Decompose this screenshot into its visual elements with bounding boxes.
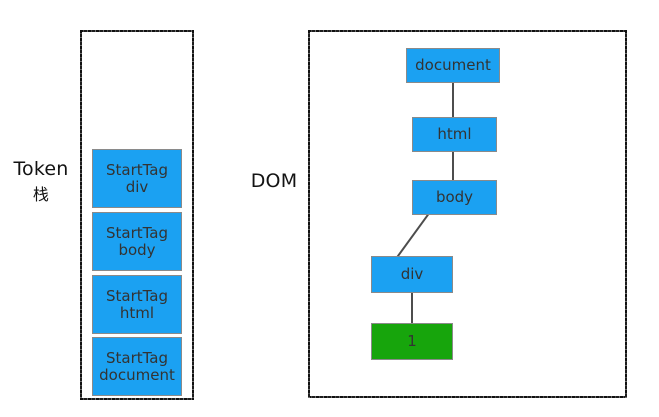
dom-node-label: body	[435, 188, 474, 207]
stack-item-line2: div	[125, 177, 149, 196]
dom-node-html[interactable]: html	[412, 117, 497, 152]
panel-border-right	[625, 30, 627, 398]
token-stack-label-line2: 栈	[32, 184, 50, 204]
stack-item[interactable]: StartTag body	[92, 212, 182, 271]
stack-item-line1: StartTag	[105, 286, 169, 305]
stack-item[interactable]: StartTag document	[92, 337, 182, 396]
tree-edge-html-body	[452, 152, 454, 180]
dom-node-document[interactable]: document	[406, 48, 500, 83]
stack-item-line2: html	[119, 303, 155, 322]
panel-border-bottom	[80, 398, 194, 400]
dom-node-text1[interactable]: 1	[371, 323, 453, 360]
dom-node-div[interactable]: div	[371, 256, 453, 293]
panel-border-top	[308, 30, 627, 32]
tree-edge-div-text1	[411, 293, 413, 323]
panel-border-left	[308, 30, 310, 398]
dom-label-text: DOM	[250, 170, 298, 192]
dom-node-label: 1	[407, 332, 417, 351]
panel-border-top	[80, 30, 194, 32]
stack-item-line2: document	[99, 365, 175, 384]
dom-label: DOM	[248, 170, 300, 194]
stack-item-line1: StartTag	[105, 223, 169, 242]
stack-item-line1: StartTag	[105, 348, 169, 367]
token-stack-panel	[80, 30, 194, 400]
tree-edge-document-html	[452, 83, 454, 117]
token-stack-label-line1: Token	[13, 158, 69, 180]
panel-border-right	[192, 30, 194, 400]
stack-item-line1: StartTag	[105, 160, 169, 179]
stack-item-line2: body	[118, 240, 156, 259]
dom-tree-panel	[308, 30, 627, 398]
stack-item[interactable]: StartTag div	[92, 149, 182, 208]
dom-node-body[interactable]: body	[412, 180, 497, 215]
dom-node-label: html	[437, 125, 472, 144]
panel-border-bottom	[308, 396, 627, 398]
panel-border-left	[80, 30, 82, 400]
token-stack-label: Token 栈	[10, 158, 72, 205]
dom-node-label: div	[400, 265, 424, 284]
stack-item[interactable]: StartTag html	[92, 275, 182, 334]
dom-node-label: document	[415, 56, 491, 75]
